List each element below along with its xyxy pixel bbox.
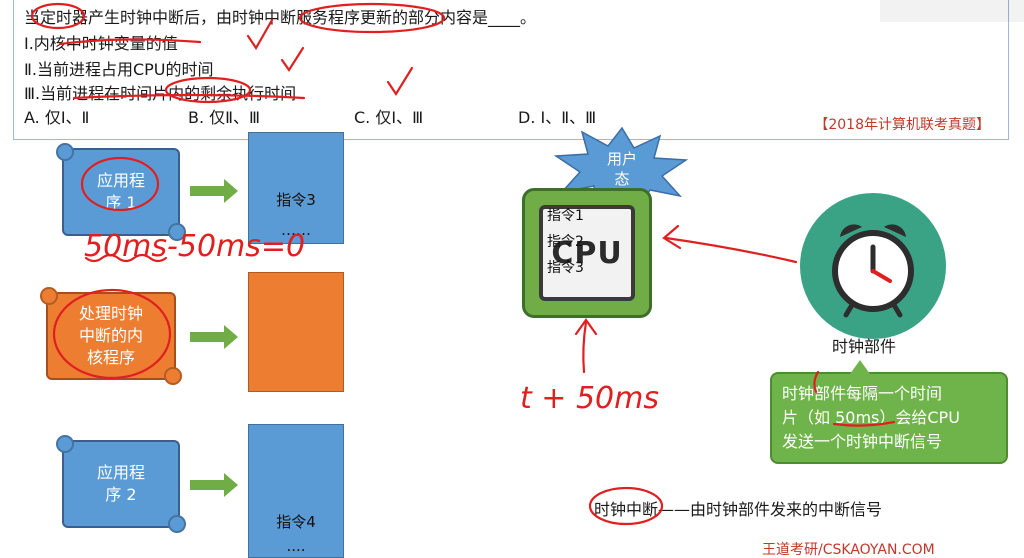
clock-component-label: 时钟部件 [832, 337, 897, 356]
question-item-2: Ⅱ.当前进程占用CPU的时间 [24, 60, 214, 79]
source-tag: 【2018年计算机联考真题】 [814, 117, 990, 133]
watermark: 王道考研/CSKAOYAN.COM [762, 542, 935, 558]
arrow-app-1 [190, 179, 238, 203]
panel-kernel [248, 272, 344, 392]
scroll-kernel: 处理时钟 中断的内 核程序 [40, 287, 182, 385]
annot-arrowhead-up [574, 318, 598, 336]
cpu-instr-3: 指令3 [547, 260, 584, 276]
cpu-core: CPU [539, 205, 635, 301]
clock-info-line-3: 发送一个时钟中断信号 [782, 432, 943, 451]
option-b: B. 仅Ⅱ、Ⅲ [188, 108, 261, 127]
option-d: D. Ⅰ、Ⅱ、Ⅲ [518, 108, 597, 127]
panel-app-1-instr: 指令3 [276, 191, 316, 209]
scroll-app-1: 应用程 序 1 [56, 143, 186, 241]
scroll-app-2: 应用程 序 2 [56, 435, 186, 533]
annot-arrow-up [582, 320, 588, 374]
video-logo-overlay [880, 0, 1024, 22]
cpu-instr-1: 指令1 [547, 208, 584, 224]
user-mode-line-1: 用户 [607, 150, 637, 168]
scroll-kernel-line-3: 核程序 [86, 348, 135, 367]
scroll-app-1-line-1: 应用程 [96, 171, 145, 190]
question-item-3: Ⅲ.当前进程在时间片内的剩余执行时间 [24, 84, 297, 103]
question-item-1: Ⅰ.内核中时钟变量的值 [24, 34, 178, 53]
user-mode-burst: 用户 态 [553, 126, 689, 210]
handwriting-time: t + 50ms [520, 381, 659, 416]
option-c: C. 仅Ⅰ、Ⅲ [354, 108, 424, 127]
arrow-app-2 [190, 473, 238, 497]
clock-interrupt-note: 时钟中断——由时钟部件发来的中断信号 [594, 500, 883, 519]
scroll-app-2-line-2: 序 2 [105, 485, 137, 504]
scroll-app-2-line-1: 应用程 [96, 463, 145, 482]
panel-app-2-instr: 指令4 [276, 513, 316, 531]
scroll-kernel-line-2: 中断的内 [78, 326, 143, 345]
annot-arrowhead-cpu [662, 224, 682, 250]
panel-app-2: 指令4 .... [248, 424, 344, 558]
scroll-app-1-line-2: 序 1 [105, 193, 137, 212]
clock-info-line-1: 时钟部件每隔一个时间 [782, 384, 943, 403]
question-panel: 当定时器产生时钟中断后，由时钟中断服务程序更新的部分内容是____。 Ⅰ.内核中… [13, 0, 1009, 140]
clock-info-line-2: 片（如 50ms）会给CPU [782, 408, 960, 427]
annot-squiggle [84, 253, 168, 263]
panel-app-1-ellipsis: …… [281, 221, 311, 239]
panel-app-2-ellipsis: .... [286, 537, 306, 555]
option-a: A. 仅Ⅰ、Ⅱ [24, 108, 90, 127]
cpu-label: CPU [551, 235, 623, 271]
cpu-chip-icon: CPU 指令1 指令2 指令3 [522, 188, 652, 318]
annot-arrow-clock-cpu [664, 236, 798, 264]
cpu-instr-2: 指令2 [547, 234, 584, 250]
alarm-clock-icon [800, 193, 946, 339]
user-mode-line-2: 态 [614, 170, 629, 188]
question-stem: 当定时器产生时钟中断后，由时钟中断服务程序更新的部分内容是____。 [24, 8, 537, 27]
clock-info-box: 时钟部件每隔一个时间 片（如 50ms）会给CPU 发送一个时钟中断信号 [770, 360, 1008, 464]
panel-app-1: 指令3 …… [248, 132, 344, 244]
scroll-kernel-line-1: 处理时钟 [78, 304, 143, 323]
arrow-kernel [190, 325, 238, 349]
